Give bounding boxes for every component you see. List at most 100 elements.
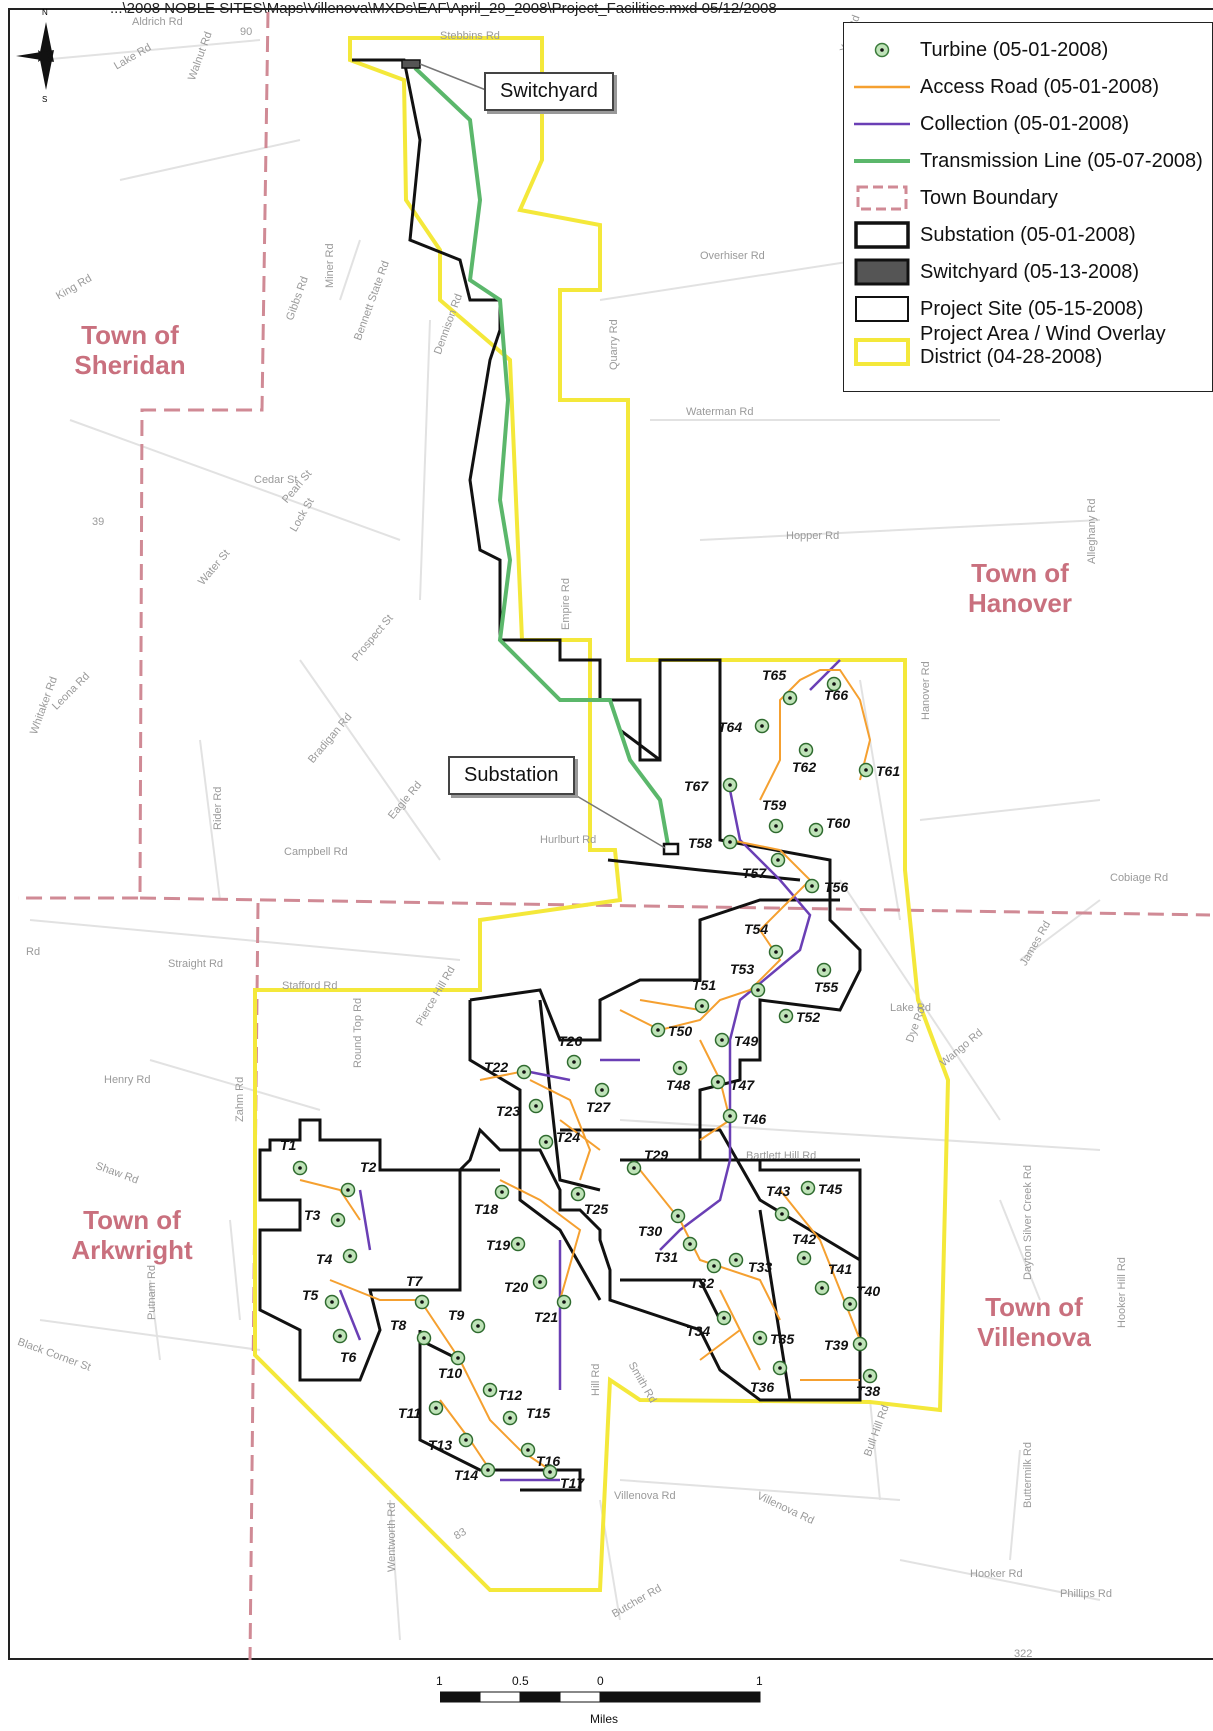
turbine-label: T53	[730, 961, 754, 977]
turbine-t42[interactable]: T42	[792, 1231, 816, 1266]
turbine-center-dot	[728, 1114, 732, 1118]
turbine-t67[interactable]: T67	[684, 777, 738, 794]
turbine-t14[interactable]: T14	[454, 1462, 496, 1484]
turbine-t10[interactable]: T10	[438, 1350, 466, 1382]
turbine-label: T33	[748, 1259, 772, 1275]
turbine-center-dot	[526, 1448, 530, 1452]
turbine-t61[interactable]: T61	[858, 762, 901, 779]
turbine-t3[interactable]: T3	[304, 1207, 346, 1228]
turbine-t1[interactable]: T1	[280, 1137, 308, 1176]
turbine-t22[interactable]: T22	[484, 1059, 532, 1080]
road-label: Henry Rd	[104, 1074, 151, 1086]
turbine-center-dot	[330, 1300, 334, 1304]
turbine-t31[interactable]: T31	[654, 1236, 698, 1266]
turbine-center-dot	[688, 1242, 692, 1246]
turbine-t53[interactable]: T53	[730, 961, 766, 998]
turbine-t25[interactable]: T25	[570, 1186, 609, 1218]
turbine-t2[interactable]: T2	[340, 1159, 377, 1198]
turbine-label: T7	[406, 1273, 424, 1289]
transmission-line-icon	[854, 159, 910, 163]
turbine-label: T36	[750, 1379, 774, 1395]
turbine-label: T4	[316, 1251, 333, 1267]
turbine-t59[interactable]: T59	[762, 797, 786, 834]
road-label: Phillips Rd	[1060, 1588, 1112, 1600]
turbine-center-dot	[348, 1254, 352, 1258]
turbine-t55[interactable]: T55	[814, 962, 838, 996]
turbine-t5[interactable]: T5	[302, 1287, 340, 1310]
turbine-t6[interactable]: T6	[332, 1328, 357, 1366]
road-label: Bartlett Hill Rd	[746, 1150, 817, 1162]
turbine-t66[interactable]: T66	[824, 676, 848, 704]
turbine-t21[interactable]: T21	[534, 1294, 572, 1326]
turbine-t19[interactable]: T19	[486, 1236, 526, 1253]
scale-tick-1-left: 1	[436, 1674, 443, 1688]
road-label: Aldrich Rd	[132, 16, 183, 28]
turbine-t39[interactable]: T39	[824, 1336, 868, 1353]
turbine-t24[interactable]: T24	[538, 1129, 581, 1150]
turbine-center-dot	[802, 1256, 806, 1260]
turbine-label: T43	[766, 1183, 790, 1199]
turbine-t56[interactable]: T56	[804, 878, 849, 895]
turbine-label: T26	[558, 1033, 582, 1049]
turbine-t20[interactable]: T20	[504, 1274, 548, 1296]
road-label: Miner Rd	[324, 243, 336, 288]
turbine-t46[interactable]: T46	[722, 1108, 767, 1128]
turbine-t35[interactable]: T35	[752, 1330, 795, 1347]
turbine-t60[interactable]: T60	[808, 815, 851, 838]
turbine-t38[interactable]: T38	[856, 1368, 880, 1400]
turbine-t26[interactable]: T26	[558, 1033, 582, 1070]
south-label: S	[42, 95, 48, 104]
turbine-center-dot	[712, 1264, 716, 1268]
turbine-label: T42	[792, 1231, 816, 1247]
turbine-center-dot	[858, 1342, 862, 1346]
turbine-t23[interactable]: T23	[496, 1098, 544, 1120]
turbine-t54[interactable]: T54	[744, 921, 784, 960]
turbine-t32[interactable]: T32	[690, 1258, 722, 1292]
turbine-t49[interactable]: T49	[714, 1032, 759, 1049]
turbine-t13[interactable]: T13	[428, 1432, 474, 1454]
turbine-t30[interactable]: T30	[638, 1208, 686, 1240]
turbine-t9[interactable]: T9	[448, 1307, 486, 1334]
turbine-t17[interactable]: T17	[542, 1464, 586, 1492]
turbine-t50[interactable]: T50	[650, 1022, 693, 1039]
turbine-t40[interactable]: T40	[842, 1283, 881, 1312]
turbine-t18[interactable]: T18	[474, 1184, 510, 1218]
turbine-center-dot	[346, 1188, 350, 1192]
turbine-t52[interactable]: T52	[778, 1008, 821, 1025]
turbine-t48[interactable]: T48	[666, 1060, 690, 1094]
road-label: Straight Rd	[168, 958, 224, 970]
turbine-t15[interactable]: T15	[502, 1405, 551, 1426]
turbine-t8[interactable]: T8	[390, 1317, 432, 1346]
turbine-t45[interactable]: T45	[800, 1180, 843, 1197]
turbine-t57[interactable]: T57	[742, 852, 786, 882]
turbine-t11[interactable]: T11	[398, 1400, 444, 1422]
turbine-t4[interactable]: T4	[316, 1248, 358, 1268]
turbine-center-dot	[534, 1104, 538, 1108]
turbine-label: T6	[340, 1349, 357, 1365]
turbine-t47[interactable]: T47	[710, 1074, 756, 1094]
turbine-t33[interactable]: T33	[728, 1252, 773, 1276]
turbine-t41[interactable]: T41	[814, 1261, 853, 1296]
town-arkwright-line2: Arkwright	[71, 1235, 193, 1265]
turbine-t43[interactable]: T43	[766, 1183, 790, 1222]
turbine-t12[interactable]: T12	[482, 1382, 523, 1404]
road-label: 90	[240, 26, 253, 38]
turbine-label: T49	[734, 1033, 758, 1049]
turbine-t62[interactable]: T62	[792, 742, 816, 776]
turbine-center-dot	[832, 682, 836, 686]
turbine-center-dot	[864, 768, 868, 772]
turbine-t58[interactable]: T58	[688, 834, 738, 851]
turbine-t7[interactable]: T7	[406, 1273, 430, 1310]
turbine-t34[interactable]: T34	[686, 1310, 732, 1340]
turbine-t29[interactable]: T29	[626, 1147, 669, 1176]
turbine-layer: T1T2T3T4T5T6T7T8T9T10T11T12T13T14T15T16T…	[280, 667, 900, 1491]
turbine-t36[interactable]: T36	[750, 1360, 788, 1396]
turbine-t16[interactable]: T16	[520, 1442, 561, 1470]
turbine-t65[interactable]: T65	[762, 667, 798, 706]
turbine-t27[interactable]: T27	[586, 1082, 611, 1116]
legend-label-collection: Collection (05-01-2008)	[920, 112, 1130, 135]
turbine-t64[interactable]: T64	[718, 718, 770, 735]
turbine-label: T38	[856, 1383, 880, 1399]
turbine-t51[interactable]: T51	[692, 977, 716, 1014]
